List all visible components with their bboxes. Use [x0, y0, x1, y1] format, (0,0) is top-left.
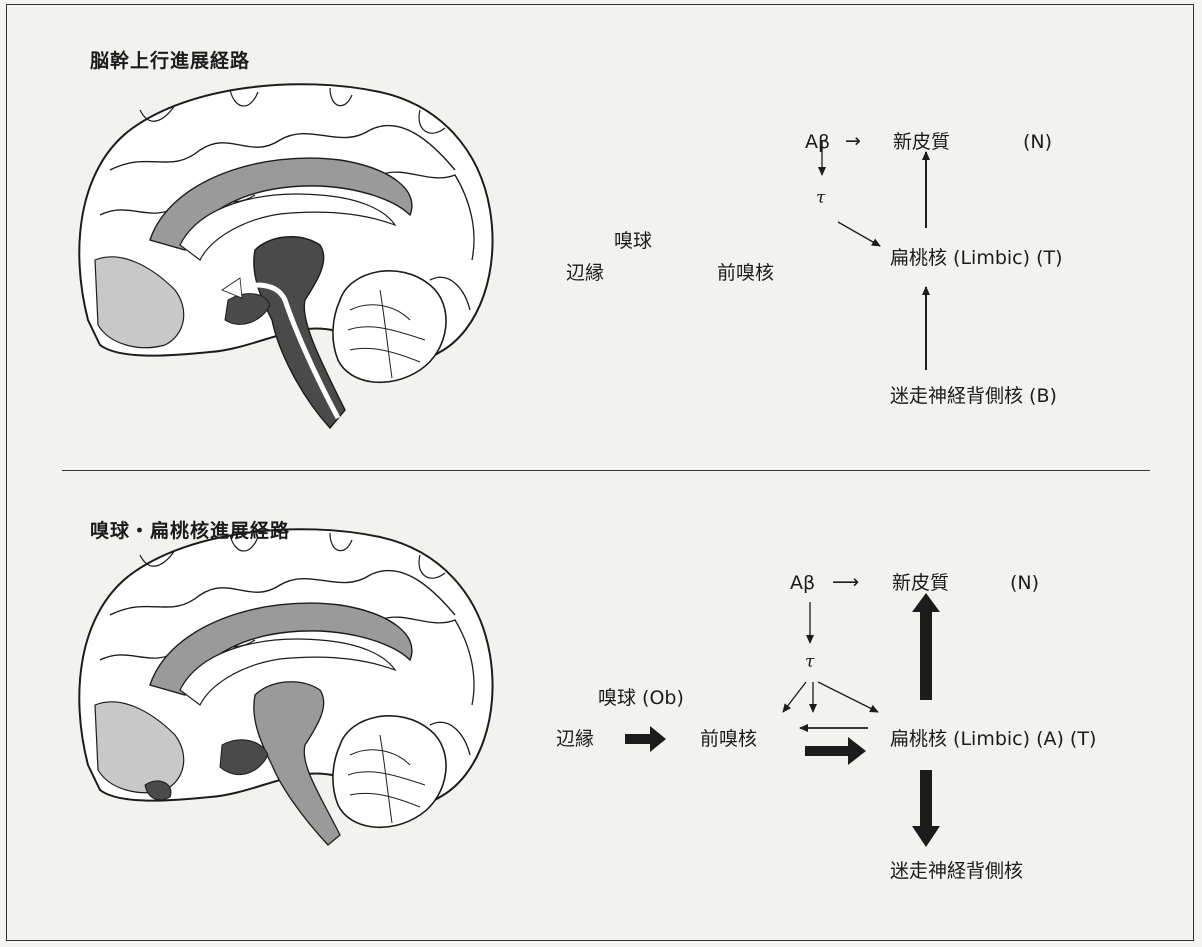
brain-illustration-top: [79, 84, 492, 428]
top-neocortex-label: 新皮質: [893, 131, 950, 153]
bottom-anterior-olfactory-label: 前嗅核: [700, 728, 757, 750]
top-n-label: (N): [1023, 131, 1052, 153]
top-abeta-label: Aβ: [805, 131, 830, 153]
bottom-tau-label: τ: [805, 652, 814, 672]
bottom-amygdala-label: 扁桃核 (Limbic) (A) (T): [890, 728, 1096, 750]
top-anterior-olfactory-label: 前嗅核: [717, 262, 774, 284]
bottom-section-title: 嗅球・扁桃核進展経路: [90, 516, 290, 543]
bottom-neocortex-label: 新皮質: [892, 572, 949, 594]
bottom-abeta-label: Aβ: [790, 572, 815, 594]
top-tau-label: τ: [816, 188, 825, 208]
bottom-olfactory-bulb-label: 嗅球 (Ob): [598, 687, 684, 709]
bottom-arrows: [625, 593, 940, 847]
top-amygdala-label: 扁桃核 (Limbic) (T): [890, 247, 1063, 269]
top-olfactory-bulb-label: 嗅球: [614, 230, 652, 252]
bottom-limbic-edge-label: 辺縁: [556, 728, 594, 750]
top-abeta-arrow: →: [845, 130, 861, 152]
bottom-vagus-label: 迷走神経背側核: [890, 860, 1023, 882]
section-divider: [62, 470, 1150, 471]
bottom-abeta-arrow: ⟶: [832, 571, 859, 593]
top-limbic-edge-label: 辺縁: [566, 262, 604, 284]
top-section-title: 脳幹上行進展経路: [90, 46, 250, 73]
bottom-n-label: (N): [1010, 572, 1039, 594]
top-vagus-label: 迷走神経背側核 (B): [890, 385, 1057, 407]
brain-illustration-bottom: [79, 529, 492, 845]
